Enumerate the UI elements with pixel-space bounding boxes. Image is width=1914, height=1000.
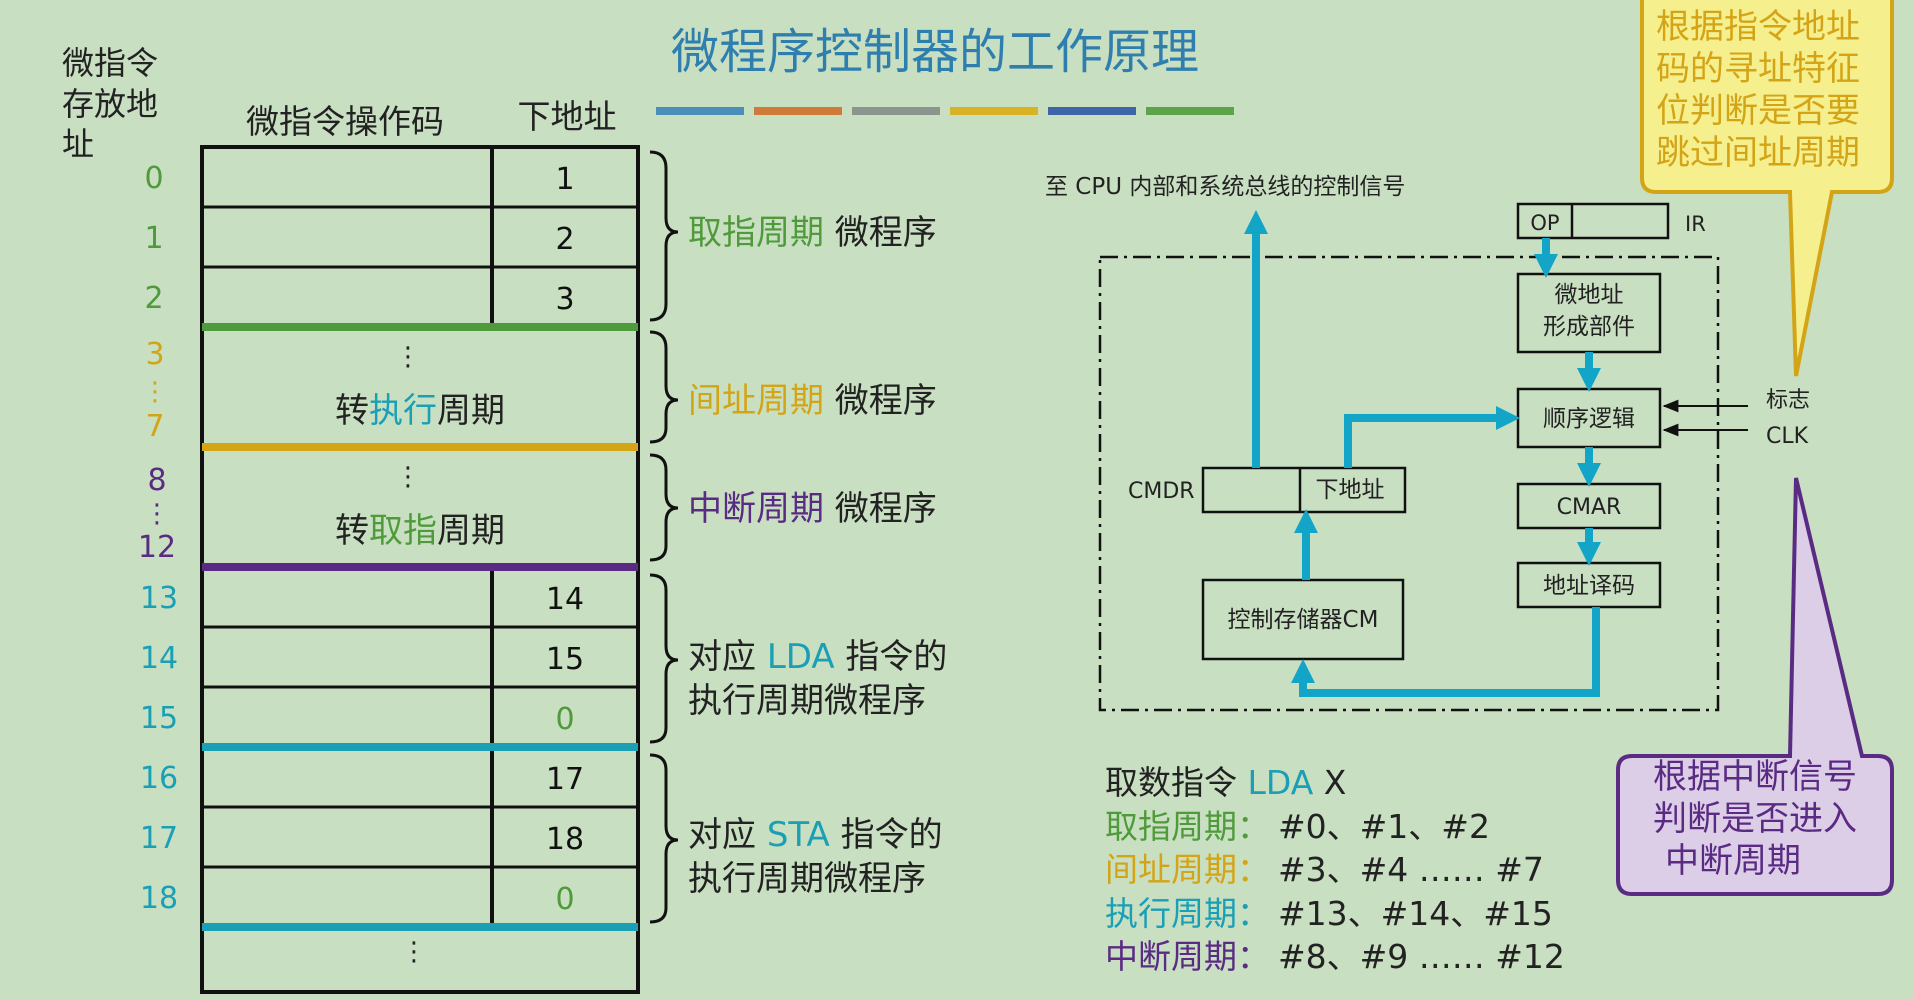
address-column-header: 微指令 存放地 址: [62, 44, 168, 163]
row-next-address: 17: [546, 762, 584, 797]
microprogram-table: [200, 145, 640, 994]
interrupt-cycle-label: 中断周期 微程序: [688, 489, 937, 529]
title-underline-bars: [656, 107, 1234, 115]
interrupt-addr-dots: ⋮: [144, 499, 170, 529]
example-line-indirect: 间址周期：#3、#4 …… #7: [1105, 850, 1544, 889]
example-line-execute: 执行周期：#13、#14、#15: [1105, 894, 1553, 933]
title-bar: [852, 107, 940, 115]
brace-fetch: [649, 150, 679, 322]
row-address: 13: [140, 581, 178, 616]
sequential-logic-label: 顺序逻辑: [1543, 406, 1635, 432]
svg-text:位判断是否要: 位判断是否要: [1656, 91, 1860, 131]
micro-address-unit-line2: 形成部件: [1543, 314, 1635, 340]
flag-input-label: 标志: [1766, 388, 1810, 413]
table-row: 13 14: [140, 581, 584, 617]
control-unit-diagram: 至 CPU 内部和系统总线的控制信号 OP IR 微地址 形成部件 顺序逻辑 C…: [1045, 174, 1810, 712]
row-next-address: 2: [555, 222, 574, 257]
example-line-fetch: 取指周期：#0、#1、#2: [1105, 807, 1490, 846]
row-address: 17: [140, 821, 178, 856]
lda-execute-label-1: 对应 LDA 指令的: [688, 637, 947, 677]
opcode-column-header: 微指令操作码: [246, 102, 444, 141]
brace-sta: [649, 753, 679, 924]
indirect-block-dots: ⋮: [395, 342, 421, 372]
table-row: 15 0: [140, 701, 575, 737]
svg-text:判断是否进入: 判断是否进入: [1653, 799, 1857, 839]
control-memory-label: 控制存储器CM: [1228, 607, 1379, 633]
interrupt-block-dots: ⋮: [395, 462, 421, 492]
table-end-dots: ⋮: [401, 937, 427, 967]
row-next-address: 18: [546, 822, 584, 857]
row-address: 18: [140, 881, 178, 916]
row-address: 1: [144, 221, 163, 256]
indirect-addr-start: 3: [145, 337, 164, 372]
path-decoder-to-cm: [1291, 607, 1600, 697]
lda-execute-label-2: 执行周期微程序: [688, 681, 926, 721]
row-address: 15: [140, 701, 178, 736]
svg-text:中断周期: 中断周期: [1665, 841, 1801, 881]
indirect-cycle-label: 间址周期 微程序: [688, 381, 937, 421]
next-address-column-header: 下地址: [518, 97, 617, 136]
title-bar: [950, 107, 1038, 115]
table-row: 18 0: [140, 881, 575, 917]
cpu-signals-label: 至 CPU 内部和系统总线的控制信号: [1045, 174, 1405, 200]
row-address: 14: [140, 641, 178, 676]
example-heading: 取数指令 LDA X: [1105, 763, 1346, 802]
braces: [649, 150, 679, 924]
svg-text:跳过间址周期: 跳过间址周期: [1656, 133, 1860, 173]
title-bar: [656, 107, 744, 115]
interrupt-addr-start: 8: [147, 463, 166, 498]
brace-interrupt: [649, 453, 679, 562]
title-bar: [1048, 107, 1136, 115]
row-next-address: 15: [546, 642, 584, 677]
control-unit-boundary: [1098, 255, 1720, 712]
cmdr-label: CMDR: [1128, 479, 1195, 504]
ir-label: IR: [1685, 212, 1706, 236]
row-next-address: 1: [555, 162, 574, 197]
callout-indirect-skip: 根据指令地址 码的寻址特征 位判断是否要 跳过间址周期: [1640, 0, 1894, 377]
svg-text:根据指令地址: 根据指令地址: [1656, 7, 1860, 47]
page-title: 微程序控制器的工作原理: [671, 24, 1199, 80]
indirect-block-text: 转执行周期: [335, 391, 505, 431]
op-field: OP: [1530, 211, 1559, 235]
clk-input-label: CLK: [1766, 424, 1809, 449]
fetch-cycle-label: 取指周期 微程序: [688, 213, 937, 253]
example-line-interrupt: 中断周期：#8、#9 …… #12: [1105, 937, 1565, 976]
indirect-addr-end: 7: [145, 409, 164, 444]
svg-text:码的寻址特征: 码的寻址特征: [1656, 49, 1860, 89]
interrupt-addr-end: 12: [138, 530, 176, 565]
table-row: 14 15: [140, 641, 584, 677]
ir-register: [1516, 202, 1670, 240]
row-next-address: 3: [555, 282, 574, 317]
path-next-address-to-seq: [1344, 406, 1520, 468]
brace-lda: [649, 573, 679, 744]
sta-execute-label-2: 执行周期微程序: [688, 859, 926, 899]
cmdr-next-address-field: 下地址: [1316, 477, 1385, 503]
indirect-addr-dots: ⋮: [142, 377, 168, 407]
title-bar: [754, 107, 842, 115]
interrupt-block-text: 转取指周期: [335, 511, 505, 551]
row-next-address: 0: [555, 882, 574, 917]
callout-interrupt-check: 根据中断信号 判断是否进入 中断周期: [1616, 477, 1894, 896]
cmar-label: CMAR: [1557, 495, 1622, 520]
sta-execute-label-1: 对应 STA 指令的: [688, 815, 943, 855]
row-address: 2: [144, 281, 163, 316]
micro-address-unit-line1: 微地址: [1555, 282, 1624, 308]
title-bar: [1146, 107, 1234, 115]
address-decoder-label: 地址译码: [1543, 573, 1635, 599]
row-next-address: 14: [546, 582, 584, 617]
row-next-address: 0: [555, 702, 574, 737]
row-address: 16: [140, 761, 178, 796]
row-address: 0: [144, 161, 163, 196]
svg-text:根据中断信号: 根据中断信号: [1653, 757, 1857, 797]
brace-indirect: [649, 330, 679, 444]
